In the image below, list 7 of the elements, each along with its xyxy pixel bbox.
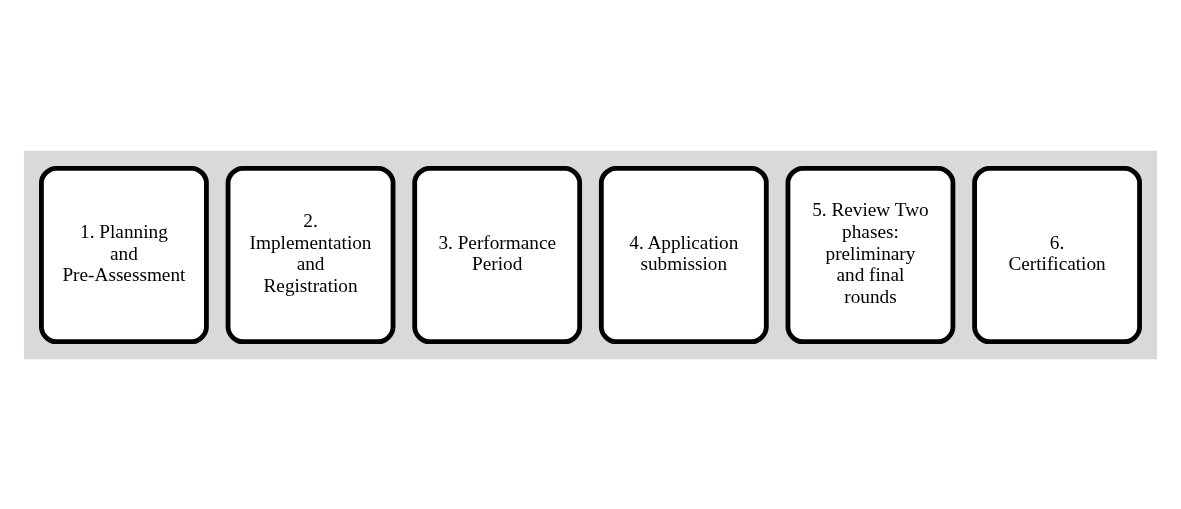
node-box: 1. Planning and Pre-Assessment	[39, 165, 209, 344]
node-box: 5. Review Two phases: preliminary and final rounds	[785, 165, 956, 344]
node-box: 4. Application submission	[598, 165, 769, 344]
node-box: 3. Performance Period	[412, 165, 583, 344]
node-box: 2. Implementation and Registration	[225, 165, 396, 344]
node-box: 6. Certification	[972, 165, 1142, 344]
cluster	[23, 150, 1157, 359]
